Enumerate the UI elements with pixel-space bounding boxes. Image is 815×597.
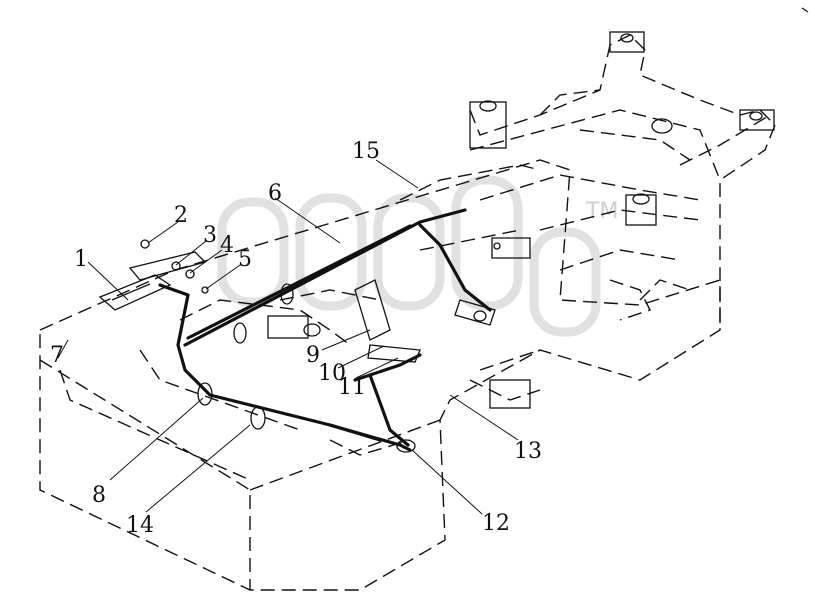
- callout-12: 12: [482, 511, 510, 536]
- callout-14: 14: [126, 513, 154, 538]
- callout-8: 8: [92, 483, 106, 508]
- callout-5: 5: [238, 247, 252, 272]
- callout-11: 11: [338, 375, 366, 400]
- leader-lines: [57, 159, 519, 515]
- callout-1: 1: [74, 247, 88, 272]
- callout-6: 6: [268, 181, 282, 206]
- callout-7: 7: [50, 343, 64, 368]
- callout-2: 2: [174, 203, 188, 228]
- callout-labels: 1 2 3 4 5 6 7 8 9 10 11 12 13 14 15: [50, 139, 542, 538]
- lower-frame: [39, 159, 721, 591]
- callout-10: 10: [318, 361, 346, 386]
- corner-mark: [801, 7, 809, 13]
- hose-assembly: [158, 208, 492, 453]
- callout-3: 3: [203, 223, 217, 248]
- callout-13: 13: [514, 439, 542, 464]
- callout-15: 15: [352, 139, 380, 164]
- mount-blocks: [469, 31, 775, 409]
- callout-4: 4: [220, 233, 234, 258]
- upper-frame: [399, 34, 776, 330]
- callout-9: 9: [306, 343, 320, 368]
